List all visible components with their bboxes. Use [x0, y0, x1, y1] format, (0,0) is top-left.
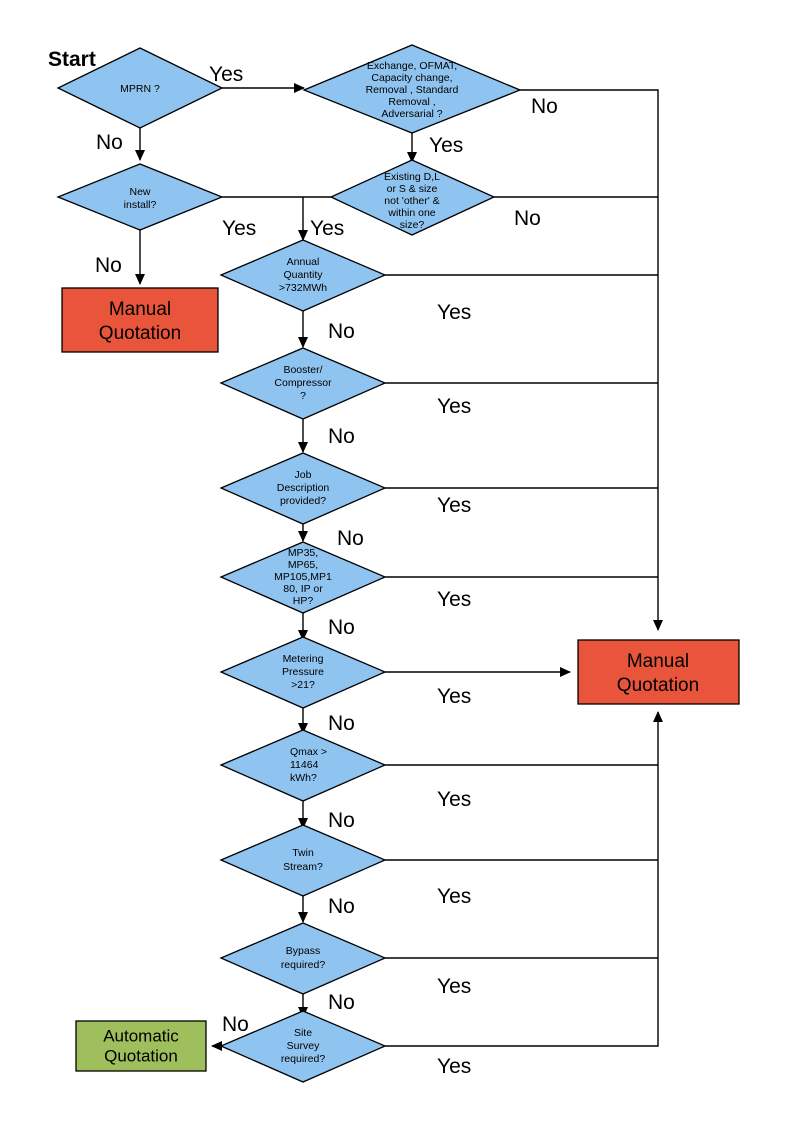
decision-pressure-tier-line-3: 80, IP or — [283, 583, 323, 595]
label-site-yes: Yes — [437, 1055, 471, 1078]
decision-job-line-2: provided? — [280, 495, 326, 507]
decision-existing-line-2: not 'other' & — [384, 195, 439, 207]
decision-booster-line-1: Compressor — [274, 377, 332, 389]
decision-twin-line-0: Twin — [292, 847, 314, 859]
automatic-line-1: Quotation — [104, 1046, 178, 1065]
label-new-install-no: No — [95, 254, 122, 277]
label-existing-no: No — [514, 207, 541, 230]
label-metering-no: No — [328, 712, 355, 735]
decision-new-install-line-1: install? — [124, 199, 157, 211]
label-mprn-no: No — [96, 131, 123, 154]
decision-new-install-line-0: New — [129, 186, 150, 198]
decision-pressure-tier[interactable]: MP35, MP65, MP105,MP1 80, IP or HP? — [219, 541, 387, 614]
manual-left-line-1: Quotation — [99, 323, 181, 344]
edge-label-layer: Yes No No Yes Yes No Yes No Yes No Yes N… — [95, 63, 558, 1078]
label-metering-yes: Yes — [437, 685, 471, 708]
decision-mprn[interactable]: MPRN ? — [56, 47, 224, 129]
decision-exchange-line-0: Exchange, OFMAT, — [367, 60, 457, 72]
decision-pressure-tier-line-0: MP35, — [288, 547, 318, 559]
label-annual-yes: Yes — [437, 301, 471, 324]
decision-site-line-0: Site — [294, 1027, 312, 1039]
label-annual-no: No — [328, 320, 355, 343]
label-exchange-yes: Yes — [429, 134, 463, 157]
decision-new-install[interactable]: New install? — [56, 163, 224, 231]
label-pressure-tier-yes: Yes — [437, 588, 471, 611]
label-booster-yes: Yes — [437, 395, 471, 418]
decision-existing-line-0: Existing D,L — [384, 171, 440, 183]
terminal-manual-quotation-right[interactable]: Manual Quotation — [577, 639, 740, 705]
decision-booster-line-0: Booster/ — [283, 364, 322, 376]
decision-qmax-line-1: 11464 — [290, 759, 319, 771]
decision-mprn-line-0: MPRN ? — [120, 83, 160, 95]
label-twin-no: No — [328, 895, 355, 918]
decision-exchange-line-2: Removal , Standard — [366, 84, 459, 96]
terminal-manual-quotation-left[interactable]: Manual Quotation — [61, 287, 219, 353]
decision-job-line-0: Job — [295, 469, 312, 481]
label-pressure-tier-no: No — [328, 616, 355, 639]
decision-exchange-line-3: Removal , — [388, 96, 435, 108]
label-twin-yes: Yes — [437, 885, 471, 908]
edge-exchange-no — [520, 89, 663, 631]
decision-existing-line-4: size? — [400, 219, 425, 231]
decision-site-survey[interactable]: Site Survey required? — [219, 1010, 387, 1083]
decision-annual-quantity[interactable]: Annual Quantity >732MWh — [219, 239, 387, 312]
decision-booster-line-2: ? — [300, 390, 306, 402]
start-label: Start — [48, 48, 96, 71]
decision-twin-stream[interactable]: Twin Stream? — [219, 824, 387, 897]
label-bypass-yes: Yes — [437, 975, 471, 998]
decision-qmax-line-0: Qmax > — [290, 746, 327, 758]
connector-layer — [135, 83, 663, 1051]
automatic-line-0: Automatic — [103, 1026, 179, 1045]
label-new-install-yes: Yes — [222, 217, 256, 240]
manual-right-line-1: Quotation — [617, 675, 699, 696]
decision-pressure-tier-line-1: MP65, — [288, 559, 318, 571]
label-qmax-yes: Yes — [437, 788, 471, 811]
label-bypass-no: No — [328, 991, 355, 1014]
decision-job-line-1: Description — [277, 482, 330, 494]
label-job-no: No — [337, 527, 364, 550]
decision-metering-line-2: >21? — [291, 679, 315, 691]
decision-booster-compressor[interactable]: Booster/ Compressor ? — [219, 347, 387, 420]
label-job-yes: Yes — [437, 494, 471, 517]
decision-site-line-1: Survey — [287, 1040, 320, 1052]
decision-metering-line-0: Metering — [283, 653, 324, 665]
decision-qmax-line-2: kWh? — [290, 772, 317, 784]
decision-annual-line-0: Annual — [287, 256, 320, 268]
decision-twin-line-1: Stream? — [283, 861, 323, 873]
decision-exchange-line-1: Capacity change, — [371, 72, 452, 84]
decision-annual-line-2: >732MWh — [279, 282, 327, 294]
label-booster-no: No — [328, 425, 355, 448]
decision-exchange-line-4: Adversarial ? — [381, 108, 442, 120]
decision-annual-line-1: Quantity — [283, 269, 323, 281]
label-site-no: No — [222, 1013, 249, 1036]
decision-bypass[interactable]: Bypass required? — [219, 922, 387, 995]
label-exchange-no: No — [531, 95, 558, 118]
terminal-automatic-quotation[interactable]: Automatic Quotation — [75, 1020, 207, 1072]
label-mprn-yes: Yes — [209, 63, 243, 86]
decision-exchange[interactable]: Exchange, OFMAT, Capacity change, Remova… — [302, 44, 522, 134]
decision-pressure-tier-line-2: MP105,MP1 — [274, 571, 332, 583]
decision-existing-line-3: within one — [387, 207, 435, 219]
decision-job-description[interactable]: Job Description provided? — [219, 452, 387, 525]
manual-left-line-0: Manual — [109, 299, 171, 320]
decision-qmax[interactable]: Qmax > 11464 kWh? — [219, 729, 387, 802]
decision-metering-pressure[interactable]: Metering Pressure >21? — [219, 636, 387, 709]
edge-site-yes — [385, 711, 663, 1047]
decision-bypass-line-0: Bypass — [286, 945, 320, 957]
decision-existing-dls[interactable]: Existing D,L or S & size not 'other' & w… — [329, 159, 496, 236]
decision-site-line-2: required? — [281, 1053, 326, 1065]
decision-existing-line-1: or S & size — [387, 183, 438, 195]
decision-pressure-tier-line-4: HP? — [293, 595, 314, 607]
decision-bypass-line-1: required? — [281, 959, 326, 971]
decision-metering-line-1: Pressure — [282, 666, 324, 678]
manual-right-line-0: Manual — [627, 651, 689, 672]
label-qmax-no: No — [328, 809, 355, 832]
label-existing-yes: Yes — [310, 217, 344, 240]
